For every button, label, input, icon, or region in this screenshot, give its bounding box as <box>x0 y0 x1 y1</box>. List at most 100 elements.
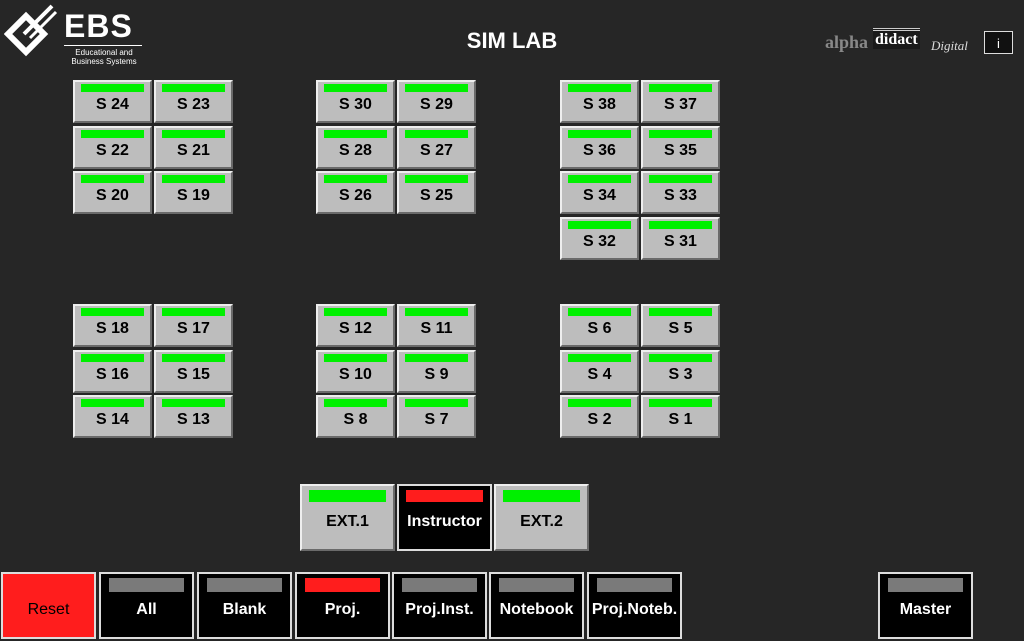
toolbar-button[interactable]: All <box>99 572 194 639</box>
seat-status-indicator <box>81 353 144 362</box>
seat-button[interactable]: S 9 <box>397 349 476 393</box>
logo-subtitle-line2: Business Systems <box>71 57 137 66</box>
seat-button[interactable]: S 18 <box>73 304 152 347</box>
ebs-logo: EBS Educational and Business Systems <box>4 2 144 68</box>
seat-button[interactable]: S 13 <box>154 395 233 438</box>
seat-button[interactable]: S 12 <box>316 304 395 347</box>
seat-button[interactable]: S 38 <box>560 80 639 123</box>
seat-status-indicator <box>649 308 712 316</box>
toolbar-button[interactable]: Blank <box>197 572 292 639</box>
seat-button[interactable]: S 21 <box>154 125 233 169</box>
seat-button[interactable]: S 19 <box>154 171 233 214</box>
source-label: EXT.1 <box>326 513 369 530</box>
seat-button[interactable]: S 22 <box>73 125 152 169</box>
source-button[interactable]: EXT.2 <box>494 484 589 551</box>
seat-status-indicator <box>568 308 631 316</box>
seat-label: S 9 <box>424 365 449 383</box>
toolbar-button[interactable]: Proj.Noteb. <box>587 572 682 639</box>
seat-status-indicator <box>568 399 631 407</box>
toolbar-button-label: All <box>136 601 157 618</box>
seat-button[interactable]: S 15 <box>154 349 233 393</box>
seat-label: S 37 <box>664 96 697 113</box>
seat-status-indicator <box>324 308 387 316</box>
seat-label: S 28 <box>339 141 372 159</box>
logo-subtitle: Educational and Business Systems <box>64 48 144 66</box>
seat-button[interactable]: S 26 <box>316 171 395 214</box>
seat-status-indicator <box>405 129 468 138</box>
seat-button[interactable]: S 20 <box>73 171 152 214</box>
seat-button[interactable]: S 3 <box>641 349 720 393</box>
seat-button[interactable]: S 35 <box>641 125 720 169</box>
seat-button[interactable]: S 27 <box>397 125 476 169</box>
toolbar-button-label: Proj. <box>324 601 361 618</box>
seat-status-indicator <box>649 353 712 362</box>
seat-button[interactable]: S 17 <box>154 304 233 347</box>
seat-button[interactable]: S 6 <box>560 304 639 347</box>
toolbar-status-indicator <box>402 578 477 592</box>
source-label: Instructor <box>407 513 482 530</box>
seat-status-indicator <box>162 129 225 138</box>
seat-button[interactable]: S 36 <box>560 125 639 169</box>
seat-button[interactable]: S 8 <box>316 395 395 438</box>
seat-button[interactable]: S 7 <box>397 395 476 438</box>
seat-button[interactable]: S 5 <box>641 304 720 347</box>
seat-label: S 22 <box>96 141 129 159</box>
toolbar-status-indicator <box>597 578 672 592</box>
seat-button[interactable]: S 25 <box>397 171 476 214</box>
source-button[interactable]: EXT.1 <box>300 484 395 551</box>
logo-text: EBS <box>64 8 133 44</box>
seat-button[interactable]: S 24 <box>73 80 152 123</box>
seat-button[interactable]: S 33 <box>641 171 720 214</box>
seat-status-indicator <box>405 399 468 407</box>
seat-label: S 5 <box>668 320 693 337</box>
seat-button[interactable]: S 4 <box>560 349 639 393</box>
seat-button[interactable]: S 10 <box>316 349 395 393</box>
seat-button[interactable]: S 23 <box>154 80 233 123</box>
seat-button[interactable]: S 1 <box>641 395 720 438</box>
toolbar-button[interactable]: Reset <box>1 572 96 639</box>
seat-status-indicator <box>324 175 387 183</box>
seat-button[interactable]: S 28 <box>316 125 395 169</box>
toolbar-button-label: Master <box>899 601 952 618</box>
seat-status-indicator <box>649 399 712 407</box>
seat-status-indicator <box>162 308 225 316</box>
seat-button[interactable]: S 30 <box>316 80 395 123</box>
seat-label: S 8 <box>343 411 368 428</box>
seat-button[interactable]: S 2 <box>560 395 639 438</box>
seat-label: S 11 <box>420 320 453 337</box>
seat-status-indicator <box>568 84 631 92</box>
seat-button[interactable]: S 34 <box>560 171 639 214</box>
toolbar-button[interactable]: Proj. <box>295 572 390 639</box>
toolbar-button[interactable]: Notebook <box>489 572 584 639</box>
toolbar-button[interactable]: Proj.Inst. <box>392 572 487 639</box>
seat-status-indicator <box>649 220 712 229</box>
seat-button[interactable]: S 11 <box>397 304 476 347</box>
seat-label: S 29 <box>420 96 453 113</box>
brand-part1: alpha <box>825 32 869 52</box>
seat-status-indicator <box>162 175 225 183</box>
logo-divider <box>64 45 142 46</box>
seat-status-indicator <box>568 129 631 138</box>
seat-button[interactable]: S 14 <box>73 395 152 438</box>
seat-label: S 26 <box>339 187 372 204</box>
seat-button[interactable]: S 29 <box>397 80 476 123</box>
seat-status-indicator <box>649 129 712 138</box>
seat-status-indicator <box>81 84 144 92</box>
seat-label: S 24 <box>96 96 129 113</box>
info-button[interactable]: i <box>984 31 1013 54</box>
toolbar-button[interactable]: Master <box>878 572 973 639</box>
brand-part3: Digital <box>931 38 968 53</box>
seat-label: S 35 <box>664 141 697 159</box>
source-button[interactable]: Instructor <box>397 484 492 551</box>
seat-label: S 13 <box>177 411 210 428</box>
seat-label: S 14 <box>96 411 129 428</box>
seat-button[interactable]: S 32 <box>560 216 639 260</box>
seat-label: S 4 <box>587 365 612 383</box>
seat-label: S 23 <box>177 96 210 113</box>
seat-button[interactable]: S 16 <box>73 349 152 393</box>
seat-label: S 1 <box>668 411 693 428</box>
seat-label: S 19 <box>177 187 210 204</box>
seat-button[interactable]: S 37 <box>641 80 720 123</box>
seat-label: S 17 <box>177 320 210 337</box>
seat-button[interactable]: S 31 <box>641 216 720 260</box>
